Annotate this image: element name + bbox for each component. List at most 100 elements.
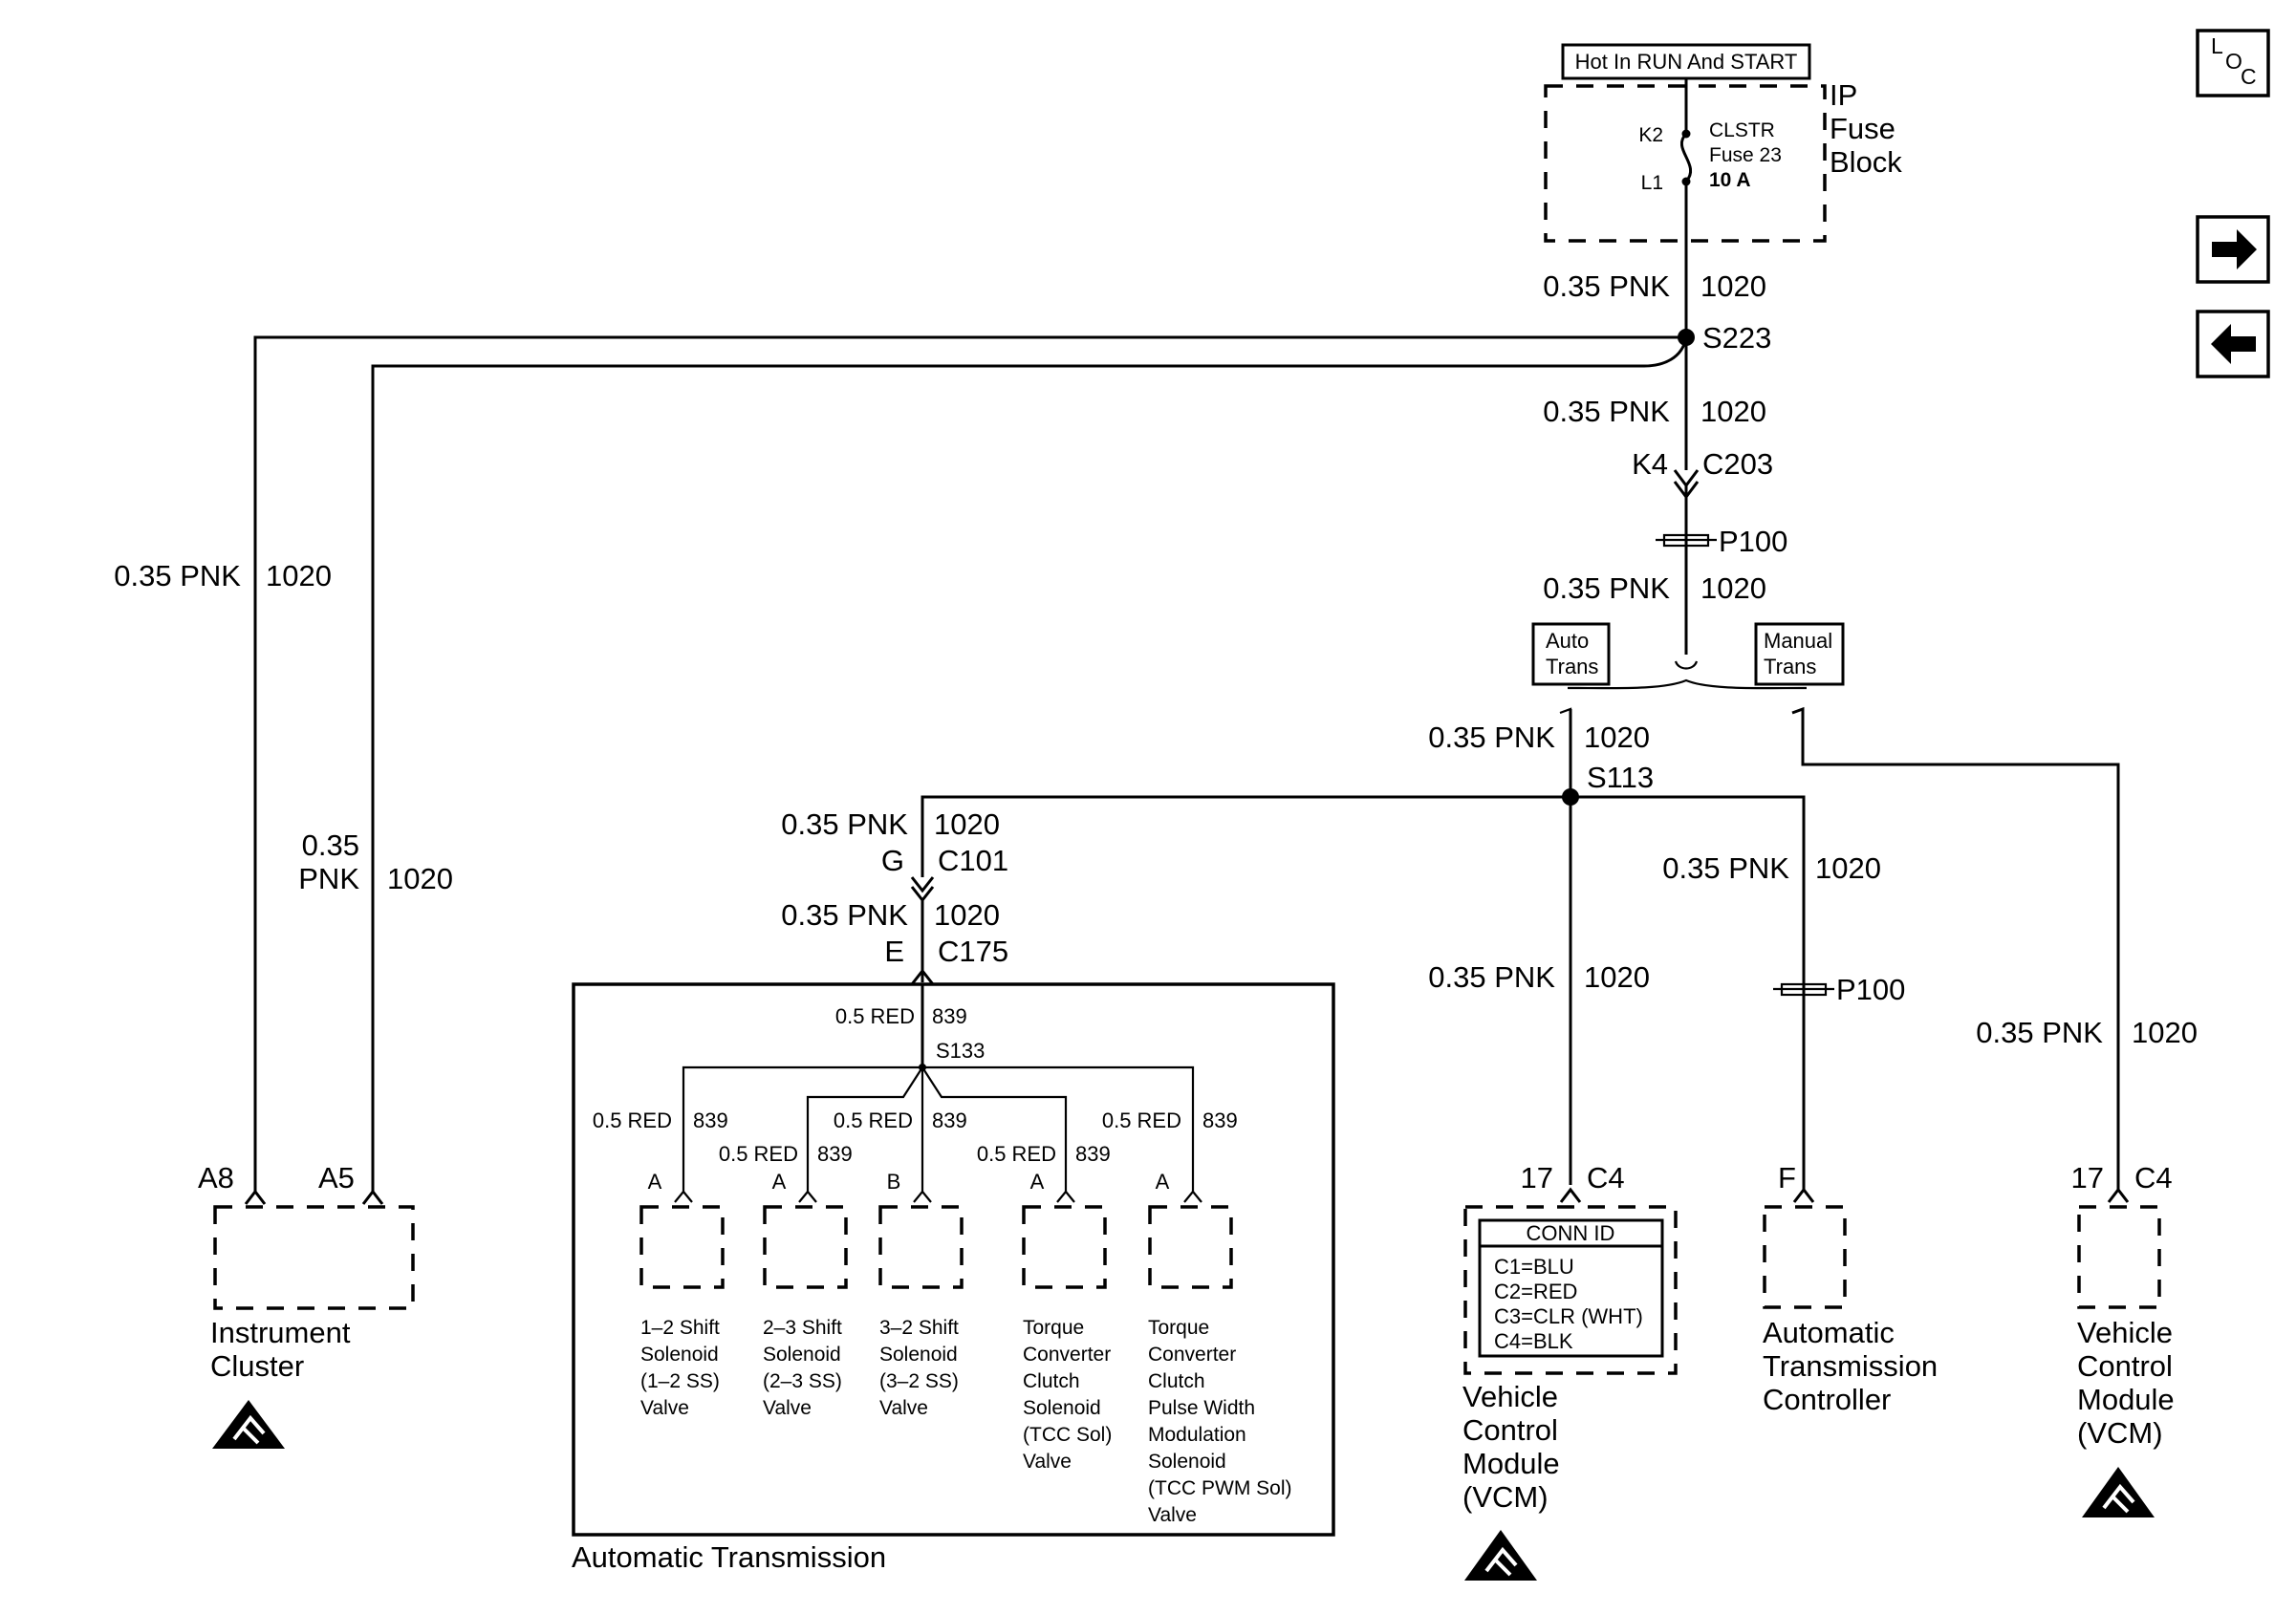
conn-id-line: C2=RED: [1494, 1280, 1577, 1303]
arrow-left-icon: [2211, 324, 2256, 364]
main-feed: 0.35 PNK 1020 S223 0.35 PNK 1020 K4 C203…: [1531, 182, 1845, 690]
solenoid-label: Torque: [1148, 1317, 1209, 1339]
instrument-cluster-box: [213, 1205, 415, 1310]
solenoid-pin: B: [887, 1170, 901, 1194]
vcm-name: Vehicle: [2077, 1316, 2173, 1349]
wire-gauge: 0.35 PNK: [1428, 721, 1555, 754]
connector-label: C203: [1702, 447, 1773, 481]
vcm-name: Module: [1462, 1447, 1560, 1480]
splice-label: S223: [1702, 321, 1771, 355]
solenoid-label: Valve: [879, 1397, 928, 1419]
cluster-name-2: Cluster: [210, 1349, 304, 1383]
conn-id-line: C4=BLK: [1494, 1329, 1573, 1353]
solenoid-label: Modulation: [1148, 1424, 1246, 1446]
conn-id-title: CONN ID: [1527, 1221, 1615, 1245]
vcm-name: (VCM): [1462, 1480, 1549, 1514]
wire-gauge-2: PNK: [298, 862, 359, 895]
solenoid-label: (2–3 SS): [763, 1370, 842, 1392]
connector-pin: G: [881, 844, 904, 877]
solenoid-label: (1–2 SS): [640, 1370, 720, 1392]
vcm-connector: C4: [1587, 1161, 1625, 1194]
wire-circuit: 1020: [1584, 960, 1650, 994]
solenoid-label: 3–2 Shift: [879, 1317, 959, 1339]
vcm-pin: 17: [2071, 1161, 2104, 1194]
vcm-name: (VCM): [2077, 1416, 2163, 1450]
solenoid-label: Clutch: [1023, 1370, 1080, 1392]
wire-gauge: 0.5 RED: [593, 1108, 672, 1132]
forward-button[interactable]: [2196, 215, 2270, 284]
esd-warning-icon: [212, 1400, 285, 1449]
esd-warning-icon: [1464, 1530, 1537, 1581]
solenoid-pin: A: [772, 1170, 787, 1194]
solenoid-label: Solenoid: [763, 1344, 841, 1366]
solenoid-label: (3–2 SS): [879, 1370, 959, 1392]
wire-gauge: 0.35 PNK: [114, 559, 241, 592]
fuse-block-title-2: Fuse: [1830, 112, 1895, 145]
manual-trans-branch: 0.35 PNK 1020: [1791, 706, 2198, 1190]
option-manual-1: Manual: [1764, 629, 1832, 653]
wire-circuit: 1020: [1700, 395, 1766, 428]
vcm-name: Control: [2077, 1349, 2173, 1383]
hot-label: Hot In RUN And START: [1575, 50, 1798, 74]
conn-id-line: C1=BLU: [1494, 1255, 1574, 1279]
back-button[interactable]: [2196, 310, 2270, 378]
solenoid-pin: A: [648, 1170, 662, 1194]
solenoid-label: Valve: [1148, 1504, 1197, 1526]
wire-gauge: 0.5 RED: [834, 1108, 913, 1132]
loc-button[interactable]: L O C: [2196, 29, 2270, 97]
wire-gauge: 0.5 RED: [1102, 1108, 1181, 1132]
vcm-pin: 17: [1521, 1161, 1553, 1194]
wire-circuit: 839: [932, 1004, 967, 1028]
solenoid-pin: A: [1156, 1170, 1170, 1194]
ip-fuse-block: Hot In RUN And START K2 L1 CLSTR Fuse 23…: [1544, 43, 1902, 243]
conn-id-table: [1478, 1218, 1664, 1358]
wire-circuit: 1020: [2132, 1016, 2198, 1049]
solenoid-label: Solenoid: [640, 1344, 719, 1366]
wire-circuit: 1020: [1700, 269, 1766, 303]
atc-pin: F: [1778, 1161, 1796, 1194]
loc-letter: O: [2225, 49, 2242, 74]
splice-label: S113: [1587, 761, 1654, 794]
connector-label: C175: [938, 935, 1008, 968]
solenoid-label: Valve: [640, 1397, 689, 1419]
wire-gauge: 0.35 PNK: [1976, 1016, 2103, 1049]
wire-circuit: 839: [693, 1108, 728, 1132]
solenoid-label: Solenoid: [1023, 1397, 1101, 1419]
connector-pin: K4: [1632, 447, 1668, 481]
wire-gauge: 0.5 RED: [719, 1142, 798, 1166]
connector-chevron-icon: [910, 876, 935, 893]
fuse-symbol-icon: [1679, 132, 1693, 183]
cluster-pin-a8: A8: [198, 1161, 234, 1194]
fuse-pin-top: K2: [1638, 124, 1663, 146]
vcm-main: 17 C4 CONN ID C1=BLU C2=RED C3=CLR (WHT)…: [1462, 1161, 1678, 1581]
auto-trans-branch: 0.35 PNK 1020 S113 0.35 PNK 1020 G C101 …: [781, 707, 1905, 1190]
solenoid-tcc-pwm: A Torque Converter Clutch Pulse Width Mo…: [1148, 1170, 1292, 1526]
wire-circuit: 1020: [1815, 851, 1881, 885]
vcm-name: Module: [2077, 1383, 2175, 1416]
connector-label: C101: [938, 844, 1008, 877]
wire-circuit: 839: [1202, 1108, 1238, 1132]
wire-gauge: 0.35 PNK: [1662, 851, 1789, 885]
wire-circuit: 839: [817, 1142, 853, 1166]
wire-gauge-1: 0.35: [302, 829, 359, 862]
loc-letter: L: [2211, 33, 2223, 58]
atc-name: Automatic: [1763, 1316, 1895, 1349]
solenoid-label: Converter: [1148, 1344, 1236, 1366]
arrow-right-icon: [2212, 229, 2257, 269]
connector-label: P100: [1719, 525, 1787, 558]
solenoid-label: Solenoid: [879, 1344, 958, 1366]
solenoid-label: Clutch: [1148, 1370, 1205, 1392]
solenoid-label: 1–2 Shift: [640, 1317, 720, 1339]
automatic-transmission-controller: F Automatic Transmission Controller: [1763, 1161, 1938, 1416]
fuse-block-title-1: IP: [1830, 78, 1857, 112]
wire-gauge: 0.35 PNK: [1543, 395, 1670, 428]
fuse-block-title-3: Block: [1830, 145, 1902, 179]
solenoid-label: (TCC PWM Sol): [1148, 1477, 1292, 1499]
option-auto-1: Auto: [1546, 629, 1589, 653]
transmission-title: Automatic Transmission: [572, 1540, 886, 1574]
wire-circuit: 839: [932, 1108, 967, 1132]
wire-gauge: 0.35 PNK: [781, 898, 908, 932]
wire-circuit: 1020: [934, 898, 1000, 932]
solenoid-label: Valve: [1023, 1451, 1072, 1473]
